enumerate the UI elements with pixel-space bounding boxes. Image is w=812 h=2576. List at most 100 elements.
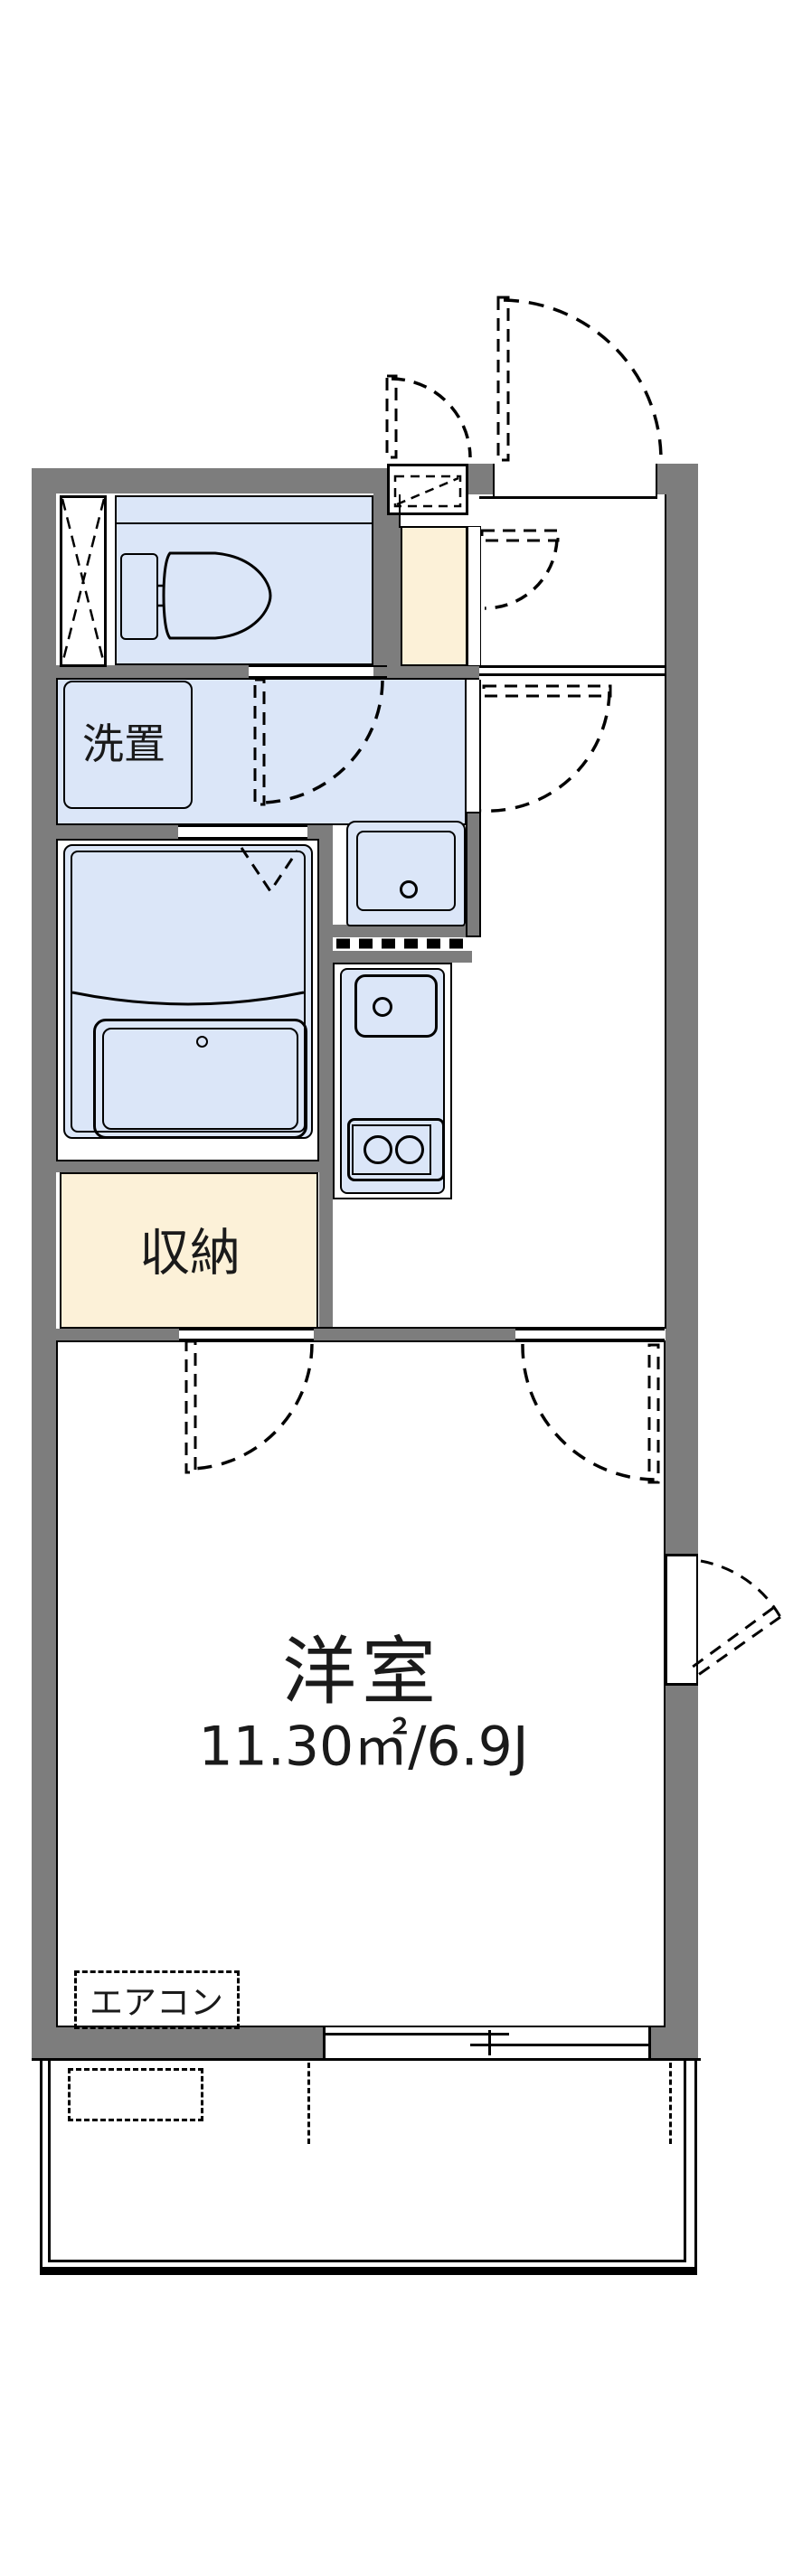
bathtub-drain-icon	[196, 1036, 208, 1048]
sliding-pane-line	[470, 2044, 651, 2046]
door-leaf	[385, 374, 398, 459]
outdoor-unit-dashed-box	[68, 2068, 203, 2121]
wall	[328, 951, 472, 963]
wall	[314, 1329, 515, 1340]
wall	[387, 664, 479, 678]
hall-floor-line	[314, 1327, 666, 1329]
door-leaf	[184, 1340, 197, 1474]
shoe-cabinet-door	[467, 526, 481, 666]
door-jamb	[656, 464, 657, 496]
shoe-cabinet	[401, 526, 467, 666]
opening-edge	[249, 676, 387, 678]
meter-box-diagonal	[396, 476, 459, 506]
aircon-label: エアコン	[90, 1983, 223, 2022]
balcony-rail	[40, 2267, 697, 2275]
window-jamb	[648, 2027, 651, 2059]
main-room-label: 洋室	[281, 1629, 442, 1716]
door-leaf	[496, 296, 510, 462]
door-swing-arc	[521, 1343, 656, 1481]
bath-curve	[71, 991, 305, 1006]
toilet-shelf-line	[117, 522, 372, 524]
opening-edge	[179, 1329, 314, 1330]
genkan-step-line	[479, 665, 666, 668]
balcony-rail	[48, 2260, 686, 2262]
stove-icon	[347, 1118, 445, 1181]
door-swing-arc	[193, 1343, 314, 1471]
pipe-shaft	[60, 495, 107, 667]
sliding-pane-line	[323, 2033, 509, 2035]
vanity-basin	[356, 831, 456, 911]
toilet-tank-connectors	[158, 584, 164, 607]
window-swing-arc	[700, 1559, 782, 1618]
toilet-tank	[120, 553, 158, 640]
storage-label: 収納	[139, 1224, 241, 1283]
sliding-window	[323, 2027, 651, 2059]
toilet-bowl-icon	[162, 551, 272, 640]
bathtub-icon	[93, 1019, 307, 1139]
main-room-area: 11.30㎡/6.9J	[198, 1715, 529, 1779]
folding-door-icon	[240, 847, 299, 894]
wall	[56, 665, 249, 678]
opening-edge	[515, 1329, 665, 1330]
genkan-step-line	[479, 673, 666, 676]
window-jamb	[666, 1554, 698, 1556]
opening-edge	[179, 1339, 314, 1340]
balcony-top-line	[32, 2058, 701, 2061]
opening-edge	[178, 825, 307, 827]
door-jamb	[493, 464, 495, 496]
laundry-label: 洗置	[82, 719, 165, 768]
wall	[307, 825, 333, 839]
wall	[32, 468, 56, 2059]
balcony-divider-dashed	[307, 2063, 310, 2144]
window-leaf	[688, 1606, 781, 1679]
door-leaf	[482, 684, 612, 698]
opening-edge	[479, 680, 481, 813]
aircon-dashed-box	[74, 1970, 240, 2029]
door-swing-arc	[480, 691, 611, 813]
balcony-rail	[684, 2061, 686, 2262]
kitchen-faucet-icon	[373, 997, 392, 1017]
wall	[373, 494, 401, 678]
wall	[651, 2027, 698, 2059]
burner-icon	[364, 1135, 392, 1164]
window-frame-line	[666, 1556, 667, 1683]
opening-edge	[515, 1339, 665, 1340]
opening-edge	[387, 678, 479, 680]
opening-edge	[249, 665, 387, 667]
balcony-rail	[40, 2061, 42, 2275]
shaft-x-icon	[61, 498, 106, 664]
door-swing-arc	[261, 680, 384, 804]
main-room	[56, 1340, 666, 2027]
wall-stub	[466, 812, 481, 937]
vanity-faucet-icon	[400, 880, 418, 898]
window-frame-line	[696, 1556, 698, 1683]
door-swing-arc	[391, 377, 472, 458]
wall	[32, 468, 387, 494]
washing-machine-space	[63, 681, 193, 809]
kitchen-sink-icon	[354, 974, 438, 1038]
bathtub-inner	[102, 1028, 298, 1130]
balcony-divider-dashed	[669, 2063, 672, 2144]
wall-edge-line	[665, 494, 666, 1329]
wall	[467, 464, 495, 494]
wall-edge-line	[399, 494, 401, 528]
opening-edge	[178, 837, 307, 839]
kitchen-counter	[340, 968, 445, 1194]
bath-floor	[71, 851, 306, 1133]
wall	[319, 839, 333, 1340]
storage-closet	[60, 1172, 318, 1329]
wall	[32, 2027, 323, 2059]
door-leaf	[647, 1343, 660, 1484]
vanity-sink	[346, 821, 466, 926]
wall	[56, 1161, 333, 1172]
stove-inner	[352, 1124, 431, 1175]
wall	[32, 1329, 179, 1340]
entrance-threshold	[479, 496, 657, 499]
sliding-meeting-stile	[488, 2030, 491, 2055]
door-swing-arc	[484, 539, 559, 610]
balcony-rail	[48, 2061, 51, 2262]
window-jamb	[323, 2027, 326, 2059]
door-swing-arc	[503, 298, 663, 461]
bath-unit	[63, 844, 313, 1139]
meter-box-symbol	[393, 475, 462, 508]
